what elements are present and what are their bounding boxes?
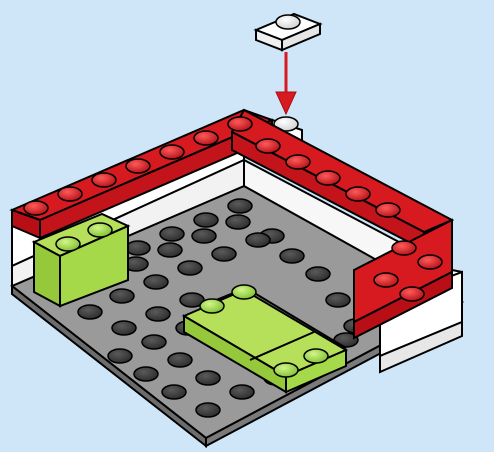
white-1x1-part [256,14,320,50]
placement-arrow [276,52,296,114]
